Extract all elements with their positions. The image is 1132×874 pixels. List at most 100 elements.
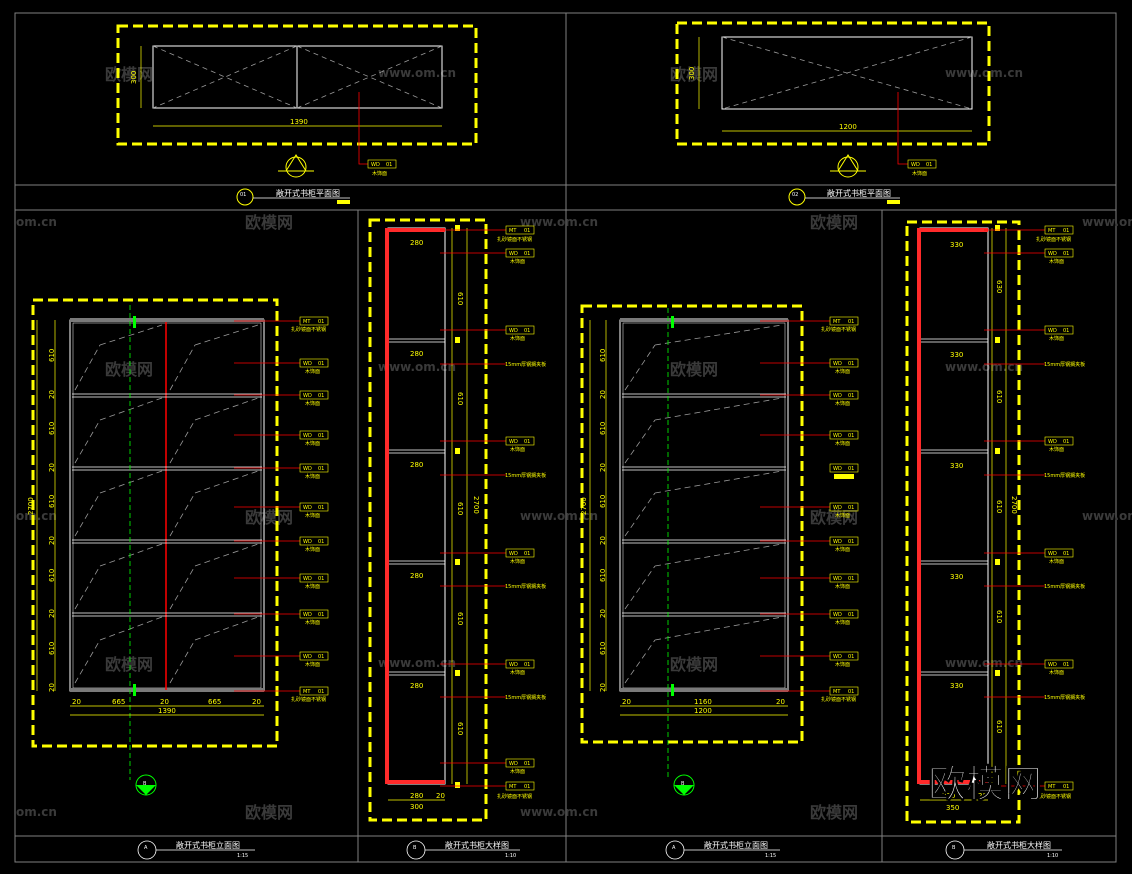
shelf-width-dim: 330 <box>950 462 963 470</box>
watermark-site: www.om.cn <box>945 656 1023 670</box>
north-arrow-icon <box>278 154 314 178</box>
material-tag-text: 15mm厚钢搁夹板 <box>505 583 546 590</box>
shelf-dim: 20 <box>48 463 56 472</box>
material-tag-text: 15mm厚钢搁夹板 <box>505 361 546 368</box>
bottom-dim: 20 <box>776 698 785 706</box>
shelf-dim: 20 <box>48 536 56 545</box>
shelf-dim: 20 <box>48 683 56 692</box>
material-tag-text: 扎砂镜面不锈钢 <box>1036 236 1071 243</box>
material-tag-code: WD <box>509 662 518 668</box>
material-tag-code: WD <box>509 551 518 557</box>
material-tag-number: 01 <box>1063 551 1069 557</box>
material-tag-text: 木饰面 <box>510 669 525 676</box>
material-tag-text: 木饰面 <box>305 440 320 447</box>
shelf-dim: 20 <box>599 390 607 399</box>
watermark-brand: 欧模网 <box>245 508 293 527</box>
detail-bottom-dim: 20 <box>436 792 445 800</box>
elevation-left: B 2700 610 20 610 20 610 20 610 20 610 2… <box>27 298 329 860</box>
material-tag-text: 木饰面 <box>510 258 525 265</box>
plan-title-marker <box>236 188 254 206</box>
material-tag-text: 木饰面 <box>510 558 525 565</box>
material-tag-number: 01 <box>318 319 324 325</box>
material-tag-text: 扎砂镜面不锈钢 <box>821 326 856 333</box>
north-arrow-icon <box>830 154 866 178</box>
side-dim: 610 <box>456 722 464 735</box>
side-dim: 610 <box>456 392 464 405</box>
material-tag-text: 木饰面 <box>372 170 387 177</box>
material-tag-code: WD <box>509 761 518 767</box>
material-tag-text: 扎砂镜面不锈钢 <box>291 696 326 703</box>
elevation-scale: 1:15 <box>237 853 248 859</box>
watermark-brand: 欧模网 <box>245 213 293 232</box>
detail-total-width: 300 <box>410 803 423 811</box>
material-tag-text: 木饰面 <box>835 512 850 519</box>
side-dim: 610 <box>456 612 464 625</box>
shelf-dim: 610 <box>599 569 607 582</box>
material-tag-number: 01 <box>524 228 530 234</box>
elevation-right: B 2700 610 20 610 20 610 20 610 20 610 2… <box>580 304 859 860</box>
elevation-title-letter: A <box>144 845 148 851</box>
material-tag-number: 01 <box>848 466 854 472</box>
watermark-site: www.om.cn <box>945 360 1023 374</box>
plan-depth-dim: 300 <box>688 67 696 80</box>
material-tag-code: WD <box>833 576 842 582</box>
watermark-brand: 欧模网 <box>245 803 293 822</box>
material-tag-text: 木饰面 <box>1049 669 1064 676</box>
height-dim: 2700 <box>27 497 35 515</box>
material-tag-number: 01 <box>524 784 530 790</box>
material-tag-text: 扎砂镜面不锈钢 <box>291 326 326 333</box>
watermark-brand: 欧模网 <box>670 65 718 84</box>
material-tag-code: WD <box>833 612 842 618</box>
material-tag-text: 木饰面 <box>1049 258 1064 265</box>
material-tag-code: WD <box>911 162 920 168</box>
watermark-site: www.om.cn <box>520 215 598 229</box>
detail-cabinet-outline <box>919 227 989 785</box>
detail-scale: 1:10 <box>1047 853 1058 859</box>
shelf-width-dim: 330 <box>950 573 963 581</box>
section-marker-icon <box>135 774 157 796</box>
plan-depth-dim: 300 <box>130 71 138 84</box>
material-tag-number: 01 <box>848 433 854 439</box>
material-tag-number: 01 <box>318 689 324 695</box>
material-tag-number: 01 <box>848 539 854 545</box>
material-tag-text: 15mm厚钢搁夹板 <box>505 694 546 701</box>
material-tag-text: 木饰面 <box>305 473 320 480</box>
material-tag-text: 木饰面 <box>835 619 850 626</box>
watermark-brand: 欧模网 <box>105 360 153 379</box>
shelf-dim: 610 <box>48 422 56 435</box>
material-tag-text: 扎砂镜面不锈钢 <box>821 696 856 703</box>
detail-height-dim: 2700 <box>472 496 480 514</box>
material-tag-code: WD <box>303 576 312 582</box>
plan-width-dim: 1390 <box>290 118 308 126</box>
section-marker-letter: B <box>143 781 147 787</box>
shelf-width-dim: 330 <box>950 241 963 249</box>
shelf-dim: 610 <box>48 495 56 508</box>
material-tag-code: WD <box>1048 662 1057 668</box>
material-tag-code: MT <box>833 319 841 325</box>
material-tag-text: 15mm厚钢搁夹板 <box>1044 694 1085 701</box>
side-dim: 610 <box>995 720 1003 733</box>
shelf-width-dim: 280 <box>410 682 423 690</box>
material-tag-text: 木饰面 <box>305 546 320 553</box>
detail-title: 敞开式书柜大样图 <box>445 840 509 850</box>
section-marker-letter: B <box>681 781 685 787</box>
material-tag-number: 01 <box>386 162 392 168</box>
material-tag-number: 01 <box>848 576 854 582</box>
detail-bottom-panel <box>388 780 445 784</box>
shelf-width-dim: 280 <box>410 572 423 580</box>
detail-back-panel <box>917 228 921 784</box>
shelf-dim: 20 <box>599 683 607 692</box>
